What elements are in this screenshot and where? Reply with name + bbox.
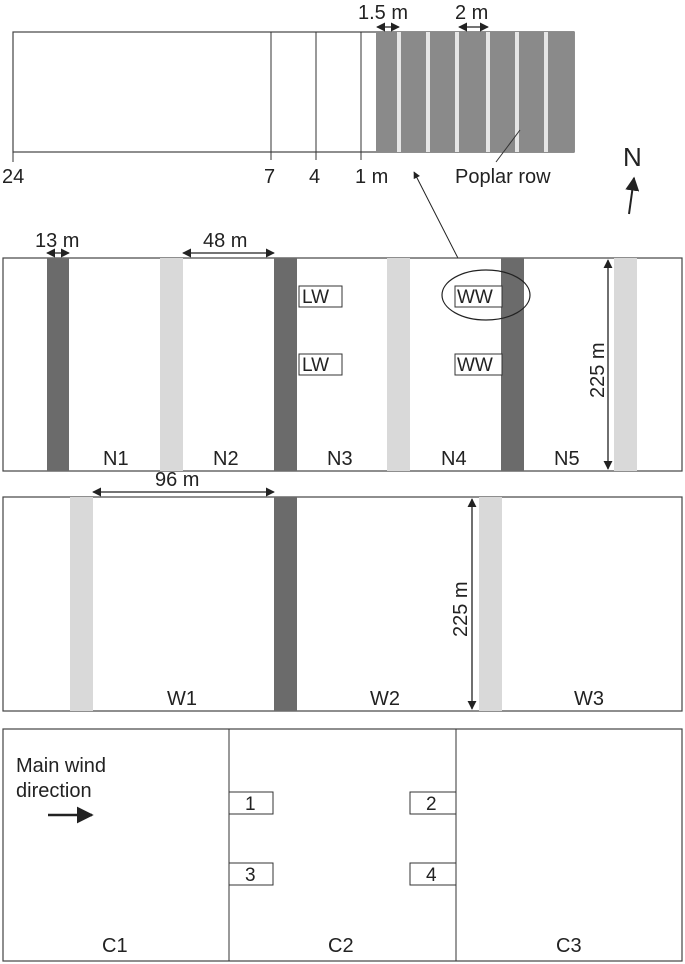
hedge-light-1 bbox=[160, 258, 183, 471]
hedge-light-3 bbox=[614, 258, 637, 471]
sample-label-3: 3 bbox=[245, 865, 256, 886]
sample-box-1 bbox=[228, 791, 274, 815]
poplar-detail-panel: 1.5 m 2 m 24 7 4 1 m Poplar row N bbox=[2, 2, 642, 267]
sample-box-2 bbox=[409, 791, 457, 815]
ww-box-bottom bbox=[454, 353, 503, 376]
lw-box-top bbox=[298, 285, 343, 308]
ww-box-top bbox=[454, 285, 503, 308]
dim-label-225m-north: 225 m bbox=[587, 342, 609, 398]
plot-label-w2: W2 bbox=[370, 688, 400, 710]
ww-label-bottom: WW bbox=[457, 355, 493, 376]
hedge-light-w1 bbox=[70, 497, 93, 711]
sample-label-1: 1 bbox=[245, 794, 256, 815]
tick-label-7: 7 bbox=[264, 166, 275, 188]
north-panel: 13 m 48 m 225 m LW LW WW WW N1 N2 N3 N4 … bbox=[2, 230, 683, 472]
sample-box-4 bbox=[409, 862, 457, 886]
sample-label-4: 4 bbox=[426, 865, 437, 886]
lw-box-bottom bbox=[298, 353, 343, 376]
poplar-block bbox=[376, 32, 574, 152]
hedge-light-2 bbox=[387, 258, 410, 471]
ww-label-top: WW bbox=[457, 287, 493, 308]
north-arrow-icon bbox=[625, 176, 640, 215]
wind-label-line2: direction bbox=[16, 780, 92, 802]
tick-label-24: 24 bbox=[2, 166, 24, 188]
poplar-leader-line bbox=[495, 129, 521, 163]
hedge-light-w3 bbox=[479, 497, 502, 711]
sample-label-2: 2 bbox=[426, 794, 437, 815]
plot-label-n3: N3 bbox=[327, 448, 353, 470]
detail-link-arrow bbox=[413, 171, 463, 267]
dim-label-1-5m: 1.5 m bbox=[358, 2, 408, 24]
wind-label-line1: Main wind bbox=[16, 755, 106, 777]
plot-label-w1: W1 bbox=[167, 688, 197, 710]
lw-label-top: LW bbox=[302, 287, 329, 308]
control-panel: Main wind direction 1 2 3 4 C1 C2 C3 bbox=[2, 728, 683, 962]
lw-label-bottom: LW bbox=[302, 355, 329, 376]
tick-label-1m: 1 m bbox=[355, 166, 388, 188]
north-label: N bbox=[623, 142, 642, 172]
dim-label-96m: 96 m bbox=[155, 469, 199, 491]
plot-label-n4: N4 bbox=[441, 448, 467, 470]
west-frame bbox=[2, 496, 683, 712]
hedge-dark-3 bbox=[501, 258, 524, 471]
plot-label-c1: C1 bbox=[102, 935, 128, 957]
hedge-dark-2 bbox=[274, 258, 297, 471]
west-panel: 96 m 225 m W1 W2 W3 bbox=[2, 469, 683, 712]
hedge-dark-w2 bbox=[274, 497, 297, 711]
dim-label-225m-west: 225 m bbox=[450, 581, 472, 637]
plot-label-n1: N1 bbox=[103, 448, 129, 470]
plot-label-c3: C3 bbox=[556, 935, 582, 957]
hedge-dark-1 bbox=[47, 258, 69, 471]
dim-label-48m: 48 m bbox=[203, 230, 247, 252]
poplar-row-separators bbox=[397, 32, 548, 152]
sample-box-3 bbox=[228, 862, 274, 886]
dim-label-2m: 2 m bbox=[455, 2, 488, 24]
control-frame bbox=[2, 728, 683, 962]
plot-label-n5: N5 bbox=[554, 448, 580, 470]
poplar-row-label: Poplar row bbox=[455, 166, 551, 188]
plot-label-w3: W3 bbox=[574, 688, 604, 710]
tick-label-4: 4 bbox=[309, 166, 320, 188]
dim-label-13m: 13 m bbox=[35, 230, 79, 252]
plot-label-c2: C2 bbox=[328, 935, 354, 957]
ww-highlight-ellipse bbox=[441, 269, 531, 321]
plot-label-n2: N2 bbox=[213, 448, 239, 470]
